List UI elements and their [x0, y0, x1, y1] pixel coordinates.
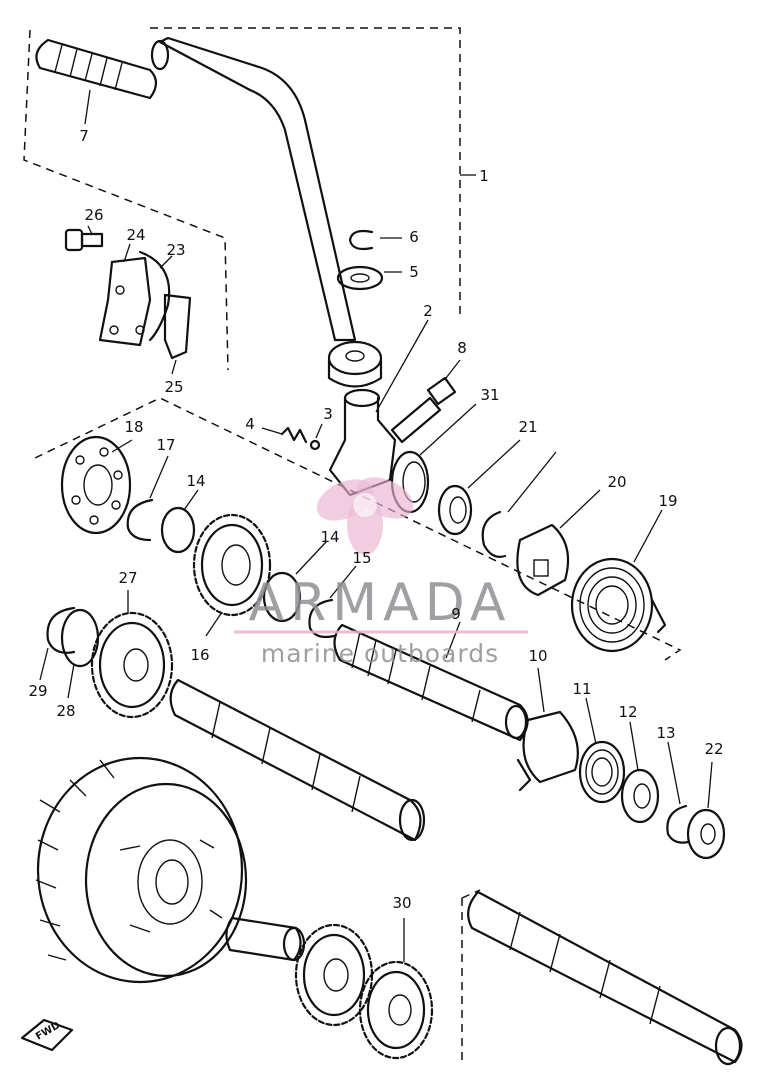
- callout-14: 14: [320, 528, 339, 546]
- watermark-tagline: marine outboards: [261, 639, 499, 668]
- kick-spring-19: [570, 509, 667, 653]
- callout-3: 3: [323, 405, 333, 423]
- ratchet-plate-18: [60, 435, 133, 535]
- circlip-30: [39, 606, 76, 681]
- circlip-17: [126, 455, 169, 542]
- pin-3: [309, 423, 323, 451]
- callout-19: 19: [658, 492, 677, 510]
- callout-8: 8: [457, 339, 467, 357]
- callout-5: 5: [409, 263, 419, 281]
- washer-14-lower: [262, 541, 327, 623]
- callout-25: 25: [164, 378, 183, 396]
- callout-22: 22: [704, 740, 723, 758]
- crankshaft: [467, 890, 743, 1066]
- callout-7: 7: [79, 127, 89, 145]
- ratchet-10: [516, 667, 579, 792]
- callout-15: 15: [352, 549, 371, 567]
- callout-11: 11: [572, 680, 591, 698]
- callout-23: 23: [166, 241, 185, 259]
- callout-10: 10: [528, 647, 547, 665]
- callout-28: 28: [56, 702, 75, 720]
- kick-shaft-body-2: [328, 319, 429, 497]
- washer-5: [336, 265, 402, 291]
- callout-29: 29: [28, 682, 47, 700]
- kick-crank-group-boundary: [23, 27, 476, 371]
- kick-gear-16: [192, 513, 272, 637]
- callout-26: 26: [84, 206, 103, 224]
- callout-24: 24: [126, 226, 145, 244]
- callout-32: 32: [0, 0, 10, 4]
- bracket-plate-25: [98, 243, 152, 347]
- circlip-6: [348, 229, 402, 251]
- lever-26: [163, 293, 192, 375]
- callout-4: 4: [245, 415, 255, 433]
- gear-31: [358, 918, 434, 1060]
- callout-labels: 1234567891011121314141516171819202122232…: [0, 0, 724, 912]
- washer-23: [686, 761, 726, 860]
- bolt-8: [390, 359, 461, 444]
- spring-4: [261, 426, 308, 444]
- circlip-21: [481, 451, 557, 558]
- callout-1: 1: [479, 167, 489, 185]
- kick-crank-arm: [150, 36, 383, 388]
- circlip-15: [308, 565, 357, 639]
- fwd-arrow: FWD: [20, 1018, 74, 1052]
- watermark-logo-icon: [316, 477, 414, 555]
- spring-guide-20: [516, 489, 601, 597]
- callout-21: 21: [518, 418, 537, 436]
- callout-30: 30: [392, 894, 411, 912]
- callout-18: 18: [124, 418, 143, 436]
- clutch-housing: [35, 756, 248, 984]
- washer-14-upper: [160, 489, 199, 554]
- kick-shaft-group-boundary: [34, 397, 682, 661]
- countershaft: [169, 678, 426, 842]
- kick-shaft-9: [333, 621, 529, 742]
- callout-6: 6: [409, 228, 419, 246]
- ratchet-spring-11: [578, 697, 626, 804]
- gear-28: [90, 590, 174, 719]
- washer-12: [620, 721, 660, 824]
- washer-22: [437, 439, 521, 536]
- armada-watermark: ARMADA marine outboards: [234, 477, 528, 668]
- callout-17: 17: [156, 436, 175, 454]
- callout-12: 12: [618, 703, 637, 721]
- bolt-27: [64, 225, 104, 252]
- spring-plate-24: [138, 250, 173, 342]
- watermark-brand: ARMADA: [249, 573, 512, 633]
- crankshaft-group-boundary: [461, 889, 481, 1060]
- circlip-13: [666, 741, 690, 844]
- callout-20: 20: [607, 473, 626, 491]
- callout-27: 27: [118, 569, 137, 587]
- callout-31: 31: [480, 386, 499, 404]
- callout-16: 16: [190, 646, 209, 664]
- callout-13: 13: [656, 724, 675, 742]
- callout-9: 9: [451, 605, 461, 623]
- kick-grip-part: [35, 38, 158, 125]
- callout-2: 2: [423, 302, 433, 320]
- callout-14: 14: [186, 472, 205, 490]
